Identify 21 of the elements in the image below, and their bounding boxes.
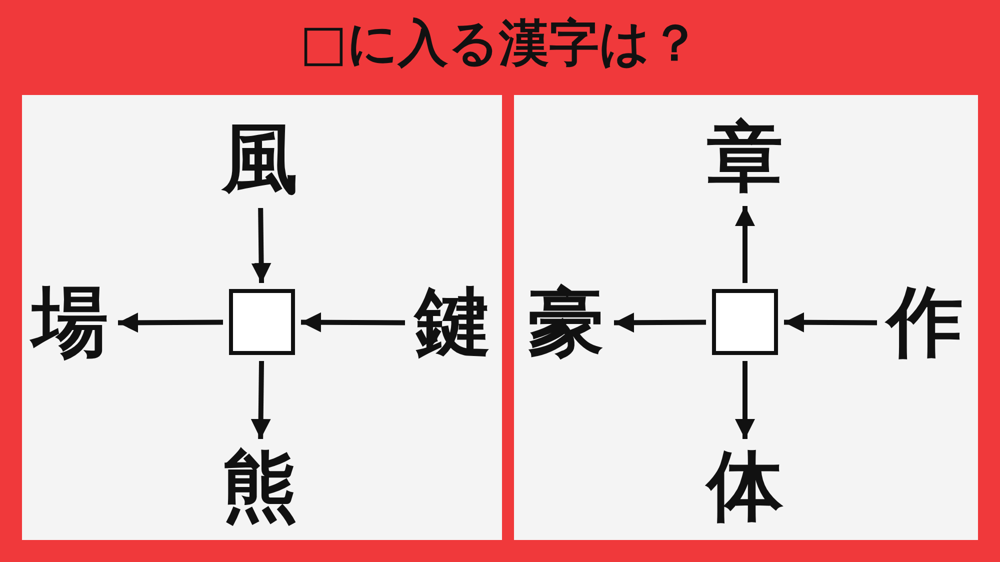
arrow [118, 312, 223, 333]
answer-box [712, 289, 778, 355]
kanji: 豪 [524, 281, 608, 365]
kanji: 風 [218, 118, 302, 202]
puzzle-panel [514, 95, 978, 540]
arrow [735, 206, 755, 283]
arrow [250, 360, 271, 440]
arrow [784, 312, 878, 332]
puzzle-panel [22, 95, 502, 540]
answer-box [229, 289, 295, 355]
arrow [301, 312, 406, 332]
kanji: 鍵 [411, 281, 495, 365]
arrow [735, 361, 755, 439]
kanji: 章 [703, 116, 787, 200]
kanji: 場 [28, 281, 112, 365]
kanji: 体 [703, 445, 787, 529]
title: □に入る漢字は？ [298, 13, 702, 74]
kanji: 熊 [218, 445, 302, 529]
arrow [614, 312, 706, 333]
kanji: 作 [883, 281, 967, 365]
arrow [251, 208, 272, 284]
